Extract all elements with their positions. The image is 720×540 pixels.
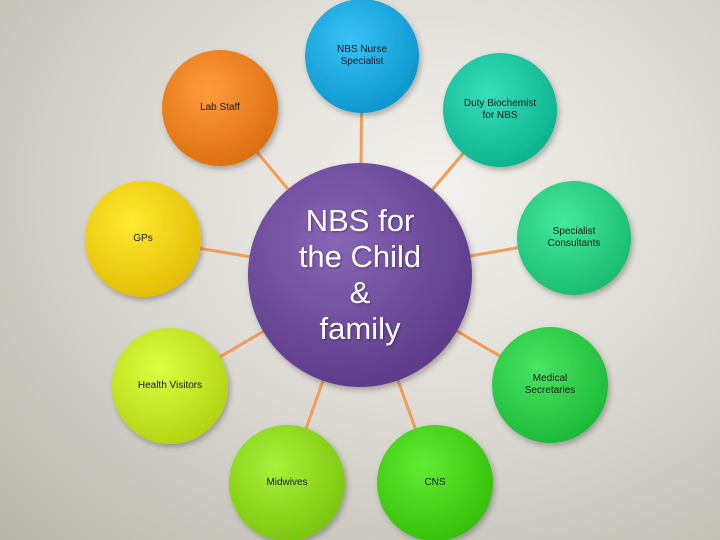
node-lab-staff [162, 50, 278, 166]
node-duty-biochemist [443, 53, 557, 167]
node-cns [377, 425, 493, 540]
node-midwives [229, 425, 345, 540]
center-node [248, 163, 472, 387]
node-gps [85, 181, 201, 297]
node-specialist-consultants [517, 181, 631, 295]
center-label: NBS for the Child & family [298, 203, 422, 346]
node-health-visitors [112, 328, 228, 444]
node-nbs-nurse-specialist [305, 0, 419, 113]
node-medical-secretaries [492, 327, 608, 443]
